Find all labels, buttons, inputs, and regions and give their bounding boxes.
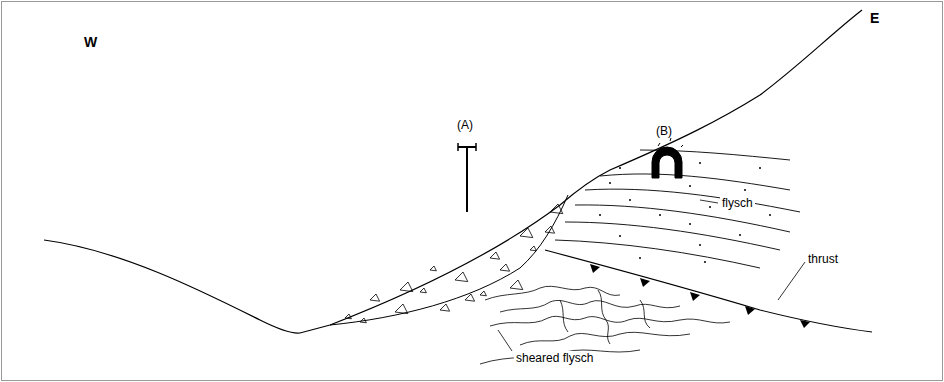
debris-block bbox=[490, 252, 500, 259]
debris-block bbox=[345, 314, 351, 319]
grain-dot bbox=[629, 199, 631, 201]
grain-dot bbox=[744, 189, 746, 191]
debris-block bbox=[400, 282, 413, 292]
debris-block bbox=[430, 266, 436, 271]
grain-dot bbox=[759, 167, 761, 169]
debris-block bbox=[440, 304, 450, 311]
callout-label: (B) bbox=[654, 124, 674, 138]
debris-block bbox=[545, 226, 555, 233]
debris-block bbox=[520, 228, 533, 238]
compass-label: W bbox=[82, 34, 99, 50]
grain-dot bbox=[599, 214, 601, 216]
tunnel bbox=[652, 147, 682, 178]
thrust-line bbox=[545, 250, 872, 332]
compass-label: E bbox=[868, 10, 881, 26]
grain-dot bbox=[609, 182, 611, 184]
piezometer bbox=[458, 143, 476, 212]
grain-dot bbox=[619, 235, 621, 237]
structure-label: thrust bbox=[806, 252, 840, 266]
ground-surface bbox=[44, 10, 862, 333]
callout-label: (A) bbox=[455, 118, 475, 132]
grain-dot bbox=[689, 223, 691, 225]
debris-block bbox=[370, 294, 380, 301]
grain-dot bbox=[699, 162, 701, 164]
sheared-flysch bbox=[480, 286, 730, 364]
grain-dot bbox=[659, 214, 661, 216]
debris-block bbox=[360, 318, 366, 323]
grain-dot bbox=[704, 261, 706, 263]
grain-dot bbox=[699, 244, 701, 246]
unit-label: sheared flysch bbox=[514, 351, 595, 365]
debris-block bbox=[465, 294, 475, 301]
thrust-teeth bbox=[590, 264, 810, 328]
grain-dot bbox=[769, 214, 771, 216]
debris-fill bbox=[345, 204, 563, 323]
grain-dot bbox=[709, 206, 711, 208]
debris-block bbox=[420, 288, 426, 293]
debris-block bbox=[510, 280, 523, 290]
debris-block bbox=[500, 264, 510, 271]
leader-line bbox=[498, 200, 805, 351]
grain-dot bbox=[639, 257, 641, 259]
debris-block bbox=[455, 272, 468, 282]
debris-block bbox=[395, 304, 408, 314]
grain-dot bbox=[689, 185, 691, 187]
flysch-dots bbox=[599, 162, 771, 263]
debris-block bbox=[530, 246, 536, 251]
grain-dot bbox=[739, 234, 741, 236]
debris-block bbox=[480, 291, 486, 296]
unit-label: flysch bbox=[720, 196, 755, 210]
grain-dot bbox=[619, 167, 621, 169]
debris-block bbox=[550, 204, 563, 214]
